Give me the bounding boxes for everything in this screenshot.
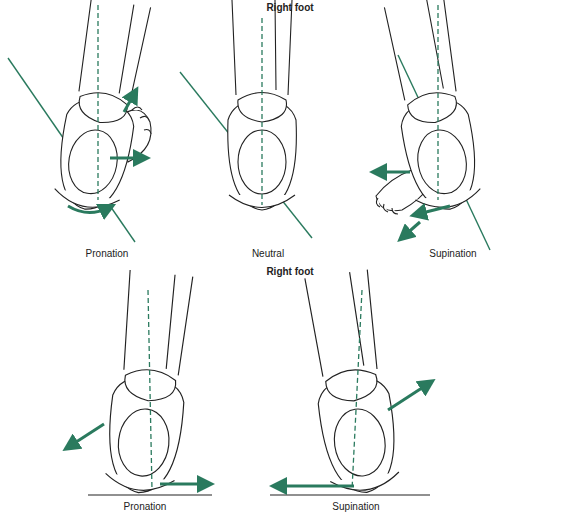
motion-arrow [160, 483, 206, 486]
heading: Right foot [266, 266, 313, 278]
heel-figure [51, 0, 155, 215]
heel-figure [228, 0, 297, 210]
motion-arrow [278, 485, 354, 488]
motion-arrow [388, 384, 428, 410]
heel-figure [103, 270, 198, 497]
motion-arrow [68, 206, 108, 213]
motion-arrow [110, 157, 142, 160]
motion-arrow [404, 222, 420, 236]
heel-figure [380, 0, 484, 215]
ground-line [88, 494, 212, 495]
ground-line [270, 494, 430, 495]
dashed-axis [437, 5, 438, 200]
motion-arrow [124, 94, 134, 112]
view-label: Pronation [124, 501, 167, 513]
motion-arrow [378, 171, 410, 174]
view-label: Supination [332, 501, 379, 513]
heading: Right foot [266, 2, 313, 14]
heel-figure [300, 269, 402, 497]
view-label: Neutral [252, 248, 284, 260]
view-label: Pronation [86, 248, 129, 260]
toes [376, 198, 398, 214]
toes [132, 107, 151, 134]
dashed-axis [261, 18, 262, 205]
view-label: Supination [429, 248, 476, 260]
motion-arrow [418, 206, 450, 214]
dashed-axis [97, 5, 98, 200]
dashed-axis [148, 290, 152, 490]
dashed-axis [352, 290, 362, 490]
motion-arrow [70, 424, 104, 446]
